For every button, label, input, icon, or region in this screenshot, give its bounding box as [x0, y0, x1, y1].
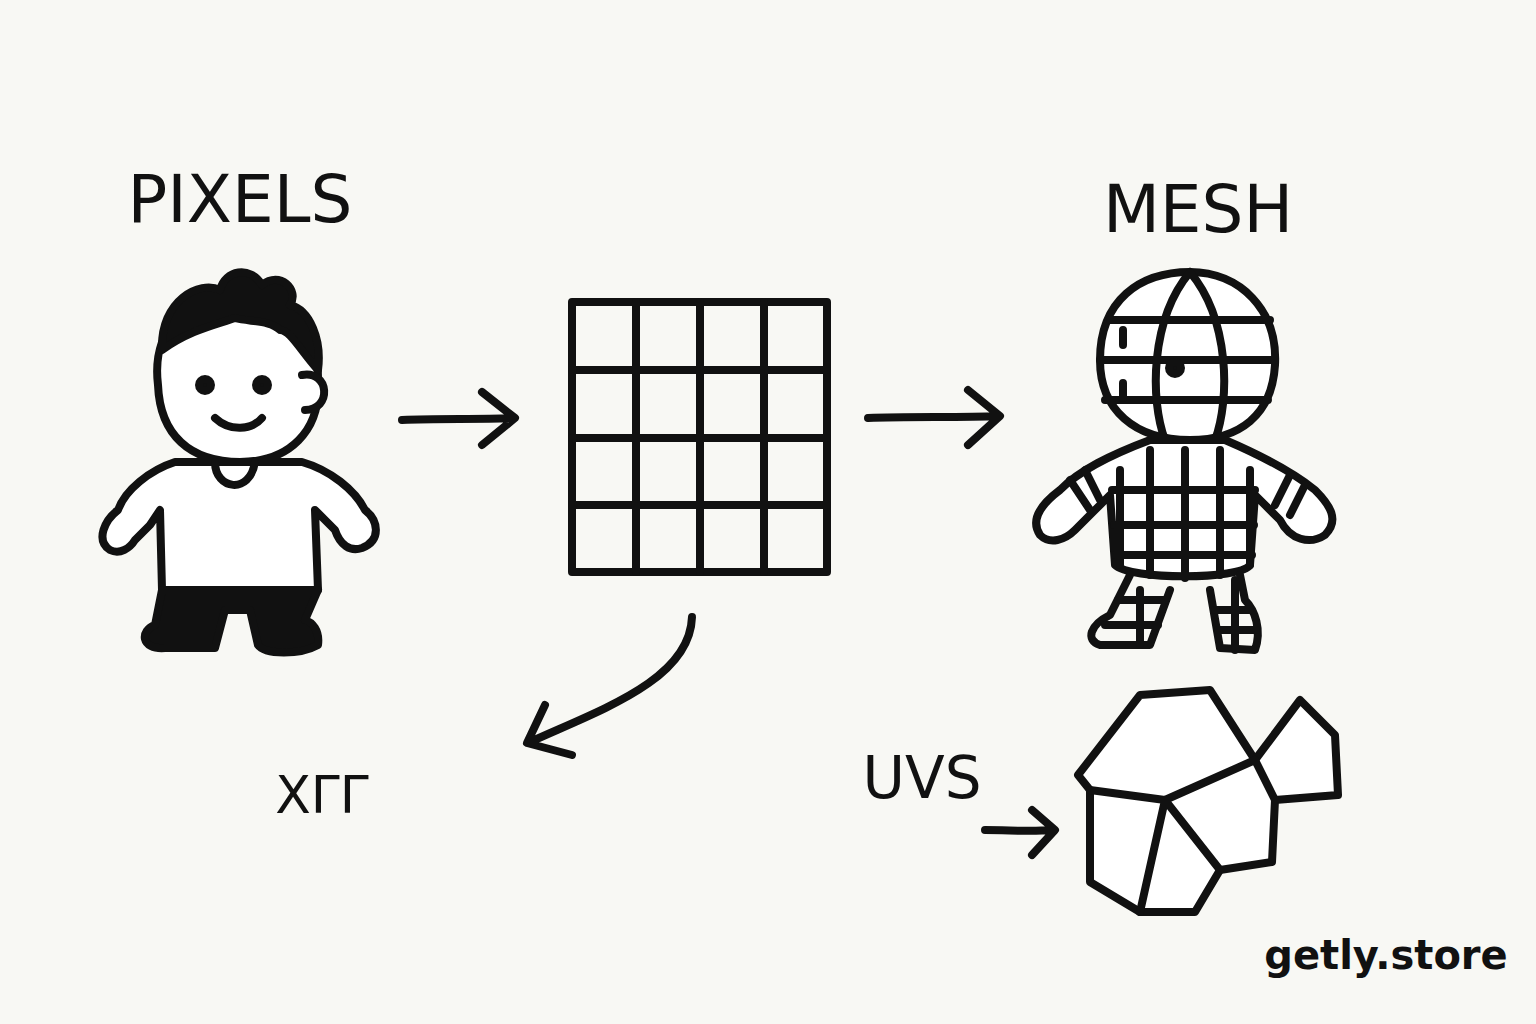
section-heading: MESH [1103, 177, 1293, 243]
pixel-grid [572, 302, 827, 572]
mesh-figure [1036, 272, 1332, 650]
uv-islands [1078, 690, 1338, 912]
section-label: UVS [863, 749, 982, 807]
boy-figure [102, 272, 375, 652]
section-heading: PIXELS [128, 167, 353, 233]
watermark: getly.store [1264, 935, 1507, 975]
flow-arrows [402, 390, 1055, 855]
output-label: XΓΓ [275, 769, 369, 821]
